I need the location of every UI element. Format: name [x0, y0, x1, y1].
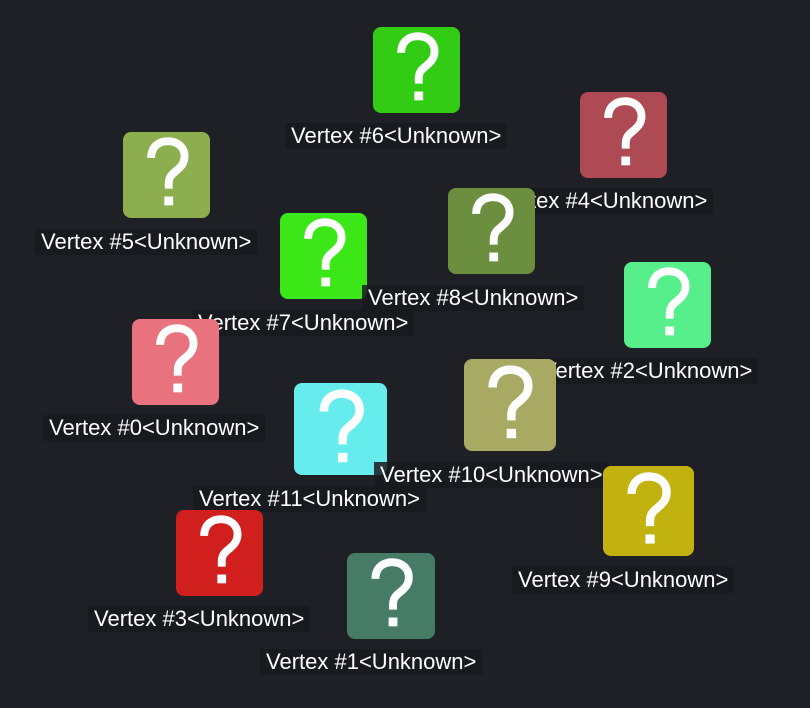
vertex-2-icon[interactable]	[624, 262, 711, 348]
vertex-2-label[interactable]: Vertex #2<Unknown>	[536, 358, 759, 384]
vertex-4-icon[interactable]	[580, 92, 667, 178]
question-mark-icon	[603, 466, 694, 556]
vertex-1-label[interactable]: Vertex #1<Unknown>	[260, 649, 483, 675]
question-mark-icon	[132, 319, 219, 405]
vertex-10-label[interactable]: Vertex #10<Unknown>	[374, 462, 609, 488]
vertex-0-icon[interactable]	[132, 319, 219, 405]
vertex-7-label[interactable]: Vertex #7<Unknown>	[192, 310, 415, 336]
vertex-0-label[interactable]: Vertex #0<Unknown>	[43, 415, 266, 441]
vertex-5-icon[interactable]	[123, 132, 210, 218]
vertex-9-icon[interactable]	[603, 466, 694, 556]
vertex-8-label[interactable]: Vertex #8<Unknown>	[362, 285, 585, 311]
question-mark-icon	[373, 27, 460, 113]
vertex-11-label[interactable]: Vertex #11<Unknown>	[193, 486, 426, 512]
question-mark-icon	[464, 359, 556, 451]
question-mark-icon	[448, 188, 535, 274]
question-mark-icon	[294, 383, 387, 475]
vertex-7-icon[interactable]	[280, 213, 367, 299]
question-mark-icon	[624, 262, 711, 348]
vertex-6-icon[interactable]	[373, 27, 460, 113]
vertex-9-label[interactable]: Vertex #9<Unknown>	[512, 567, 735, 593]
vertex-8-icon[interactable]	[448, 188, 535, 274]
question-mark-icon	[280, 213, 367, 299]
question-mark-icon	[347, 553, 435, 639]
question-mark-icon	[580, 92, 667, 178]
vertex-1-icon[interactable]	[347, 553, 435, 639]
vertex-6-label[interactable]: Vertex #6<Unknown>	[285, 123, 508, 149]
vertex-3-icon[interactable]	[176, 510, 263, 596]
question-mark-icon	[176, 510, 263, 596]
vertex-3-label[interactable]: Vertex #3<Unknown>	[88, 606, 311, 632]
vertex-5-label[interactable]: Vertex #5<Unknown>	[35, 229, 258, 255]
question-mark-icon	[123, 132, 210, 218]
vertex-11-icon[interactable]	[294, 383, 387, 475]
vertex-10-icon[interactable]	[464, 359, 556, 451]
